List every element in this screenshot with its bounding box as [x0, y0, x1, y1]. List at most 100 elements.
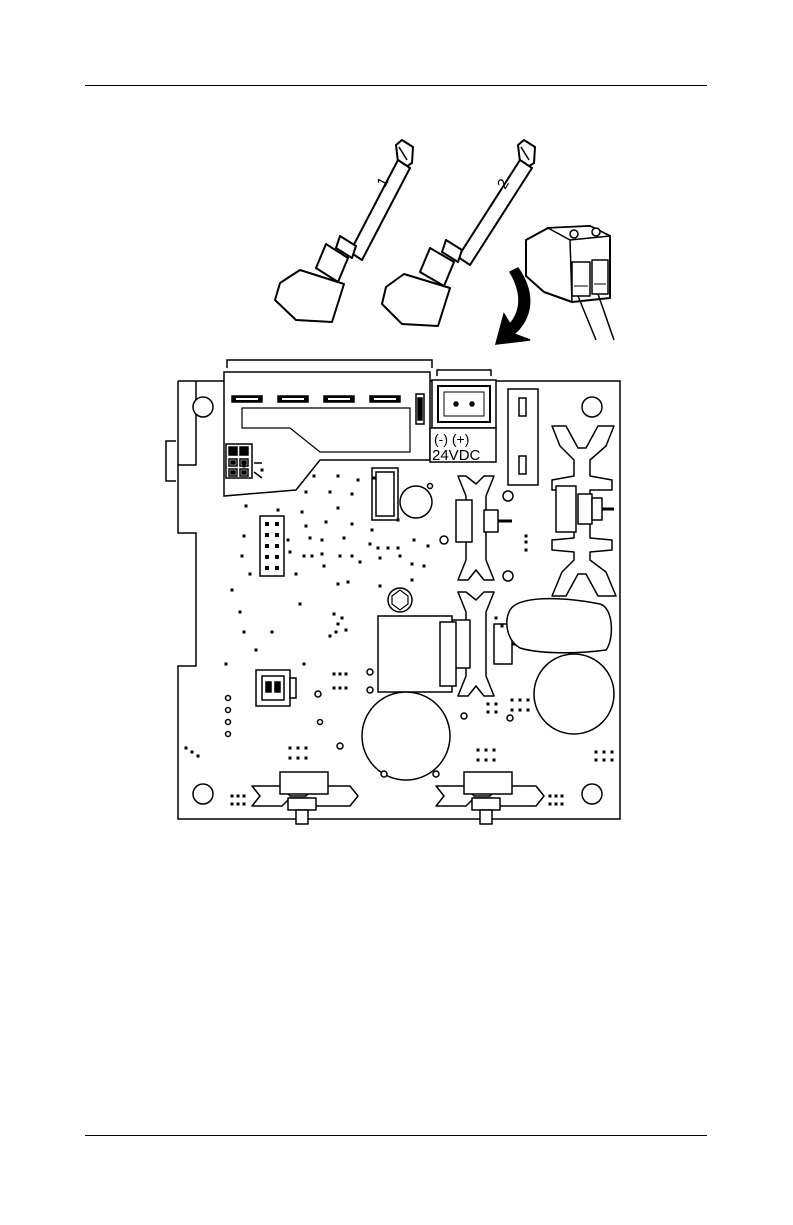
solder-point: [397, 519, 400, 522]
solder-point: [237, 803, 240, 806]
solder-point: [495, 703, 498, 706]
solder-point: [197, 755, 200, 758]
solder-point: [255, 649, 258, 652]
small-connector: [256, 670, 296, 706]
solder-point: [525, 535, 528, 538]
solder-point: [525, 541, 528, 544]
solder-point: [519, 709, 522, 712]
polarity-label: (-) (+): [434, 431, 469, 447]
solder-point: [345, 687, 348, 690]
solder-point: [345, 629, 348, 632]
terminal-strip-zone: [224, 372, 430, 496]
solder-point: [343, 537, 346, 540]
solder-point: [311, 555, 314, 558]
solder-point: [399, 555, 402, 558]
solder-point: [303, 663, 306, 666]
cable-sleeve: [507, 599, 612, 653]
vertical-fuse-holder: [508, 389, 538, 485]
solder-point: [411, 563, 414, 566]
solder-point: [411, 579, 414, 582]
solder-point: [371, 529, 374, 532]
solder-point: [237, 795, 240, 798]
heatsink-top: [552, 426, 616, 596]
solder-point: [333, 613, 336, 616]
solder-point: [611, 751, 614, 754]
solder-point: [519, 699, 522, 702]
solder-point: [309, 537, 312, 540]
solder-point: [337, 475, 340, 478]
solder-point: [345, 673, 348, 676]
insertion-arrow: [496, 268, 530, 344]
solder-point: [595, 751, 598, 754]
solder-point: [249, 573, 252, 576]
solder-point: [289, 757, 292, 760]
solder-point: [289, 747, 292, 750]
bottom-clip-left: [252, 772, 358, 824]
solder-point: [231, 803, 234, 806]
solder-point: [297, 757, 300, 760]
solder-point: [511, 709, 514, 712]
solder-point: [295, 573, 298, 576]
solder-point: [337, 507, 340, 510]
solder-point: [305, 491, 308, 494]
solder-point: [305, 757, 308, 760]
solder-point: [243, 631, 246, 634]
solder-point: [351, 555, 354, 558]
solder-point: [351, 493, 354, 496]
solder-point: [339, 687, 342, 690]
solder-point: [329, 491, 332, 494]
solder-point: [477, 759, 480, 762]
solder-point: [225, 663, 228, 666]
solder-point: [369, 543, 372, 546]
solder-point: [245, 505, 248, 508]
solder-point: [611, 759, 614, 762]
solder-point: [243, 803, 246, 806]
solder-point: [387, 547, 390, 550]
solder-point: [413, 539, 416, 542]
solder-point: [277, 509, 280, 512]
solder-point: [555, 803, 558, 806]
solder-point: [501, 625, 504, 628]
solder-point: [603, 751, 606, 754]
solder-point: [313, 475, 316, 478]
solder-point: [297, 747, 300, 750]
solder-point: [487, 703, 490, 706]
solder-point: [347, 581, 350, 584]
solder-point: [323, 565, 326, 568]
solder-point: [427, 545, 430, 548]
solder-point: [527, 709, 530, 712]
solder-point: [423, 565, 426, 568]
solder-point: [485, 749, 488, 752]
solder-point: [243, 535, 246, 538]
solder-point: [329, 635, 332, 638]
square-inductor: [378, 616, 456, 692]
solder-point: [243, 465, 246, 468]
solder-point: [337, 583, 340, 586]
solder-point: [339, 555, 342, 558]
solder-point: [339, 673, 342, 676]
solder-point: [561, 795, 564, 798]
screw-terminal-plug: [526, 226, 614, 340]
solder-point: [549, 803, 552, 806]
solder-point: [377, 547, 380, 550]
bottom-clip-right: [436, 772, 544, 824]
solder-point: [287, 539, 290, 542]
solder-point: [487, 711, 490, 714]
solder-point: [495, 617, 498, 620]
solder-point: [525, 549, 528, 552]
solder-point: [241, 555, 244, 558]
solder-point: [185, 747, 188, 750]
heatsink-middle: [452, 476, 522, 696]
solder-point: [359, 561, 362, 564]
solder-point: [357, 479, 360, 482]
solder-point: [333, 687, 336, 690]
solder-point: [271, 631, 274, 634]
solder-point: [495, 711, 498, 714]
solder-point: [527, 699, 530, 702]
solder-point: [261, 469, 264, 472]
solder-point: [397, 547, 400, 550]
solder-point: [511, 699, 514, 702]
solder-point: [239, 611, 242, 614]
solder-point: [303, 555, 306, 558]
